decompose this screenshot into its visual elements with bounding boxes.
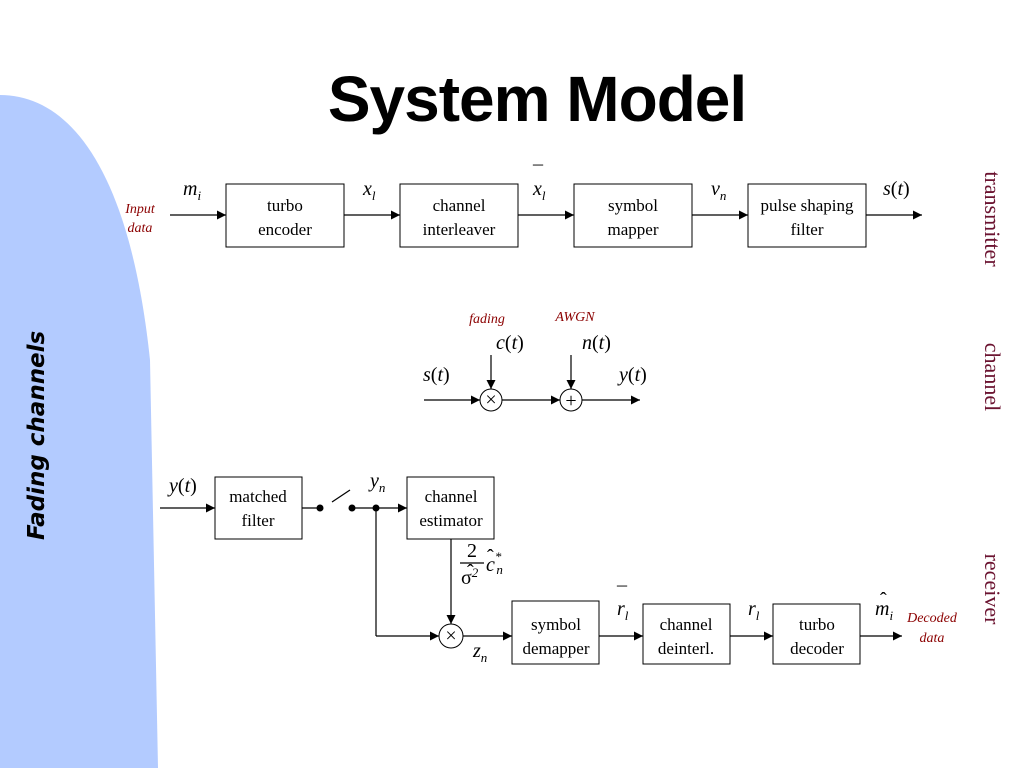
signal-xbar-l: xl	[532, 178, 546, 203]
section-label-receiver: receiver	[980, 554, 1005, 625]
scale-c-conj: c*n	[486, 549, 503, 577]
matched-filter-block	[214, 476, 303, 540]
decoded-data-label-2: data	[920, 631, 945, 646]
signal-xbar-accent: ¯	[532, 163, 544, 185]
decoder-line2: decoder	[790, 639, 844, 658]
turbo-encoder-line2: encoder	[258, 220, 312, 239]
signal-s-t-ch: s(t)	[423, 364, 450, 386]
signal-c-t: c(t)	[496, 332, 524, 354]
signal-v-n: vn	[711, 178, 726, 203]
decoded-data-label: Decoded	[906, 611, 958, 626]
channel-deinterleaver-block	[642, 603, 731, 665]
receiver-multiplier-symbol: ×	[445, 625, 456, 647]
signal-y-n: yn	[368, 470, 385, 495]
signal-mhat-accent: ˆ	[880, 589, 887, 611]
sampler-switch-arm	[331, 489, 351, 503]
signal-m-i: mi	[183, 178, 201, 203]
estimator-line2: estimator	[419, 511, 483, 530]
signal-rbar-accent: ¯	[616, 584, 628, 606]
scale-numerator: 2	[467, 540, 477, 562]
scale-denominator: σ2	[461, 565, 479, 589]
noise-adder-symbol: +	[565, 390, 576, 412]
signal-r-l: rl	[748, 598, 760, 623]
signal-s-t-tx: s(t)	[883, 178, 910, 200]
channel-model: fading AWGN c(t) n(t) s(t) y(t) × +	[423, 310, 647, 412]
signal-y-t-ch: y(t)	[617, 364, 647, 386]
mapper-line2: mapper	[608, 220, 659, 239]
matched-filter-line1: matched	[229, 487, 287, 506]
matched-filter-line2: filter	[241, 511, 274, 530]
transmitter-chain: Input data turbo encoder channel interle…	[124, 163, 922, 248]
section-label-transmitter: transmitter	[980, 171, 1005, 267]
pulse-line1: pulse shaping	[760, 196, 854, 215]
page-title: System Model	[328, 63, 746, 135]
signal-n-t: n(t)	[582, 332, 611, 354]
signal-z-n: zn	[472, 640, 487, 665]
fading-multiplier-symbol: ×	[485, 389, 496, 411]
channel-estimator-block	[406, 476, 495, 540]
input-data-label: Input	[124, 202, 156, 217]
side-title: Fading channels	[24, 331, 50, 540]
turbo-encoder-block	[225, 183, 345, 248]
deinterleaver-line1: channel	[660, 615, 713, 634]
mapper-line1: symbol	[608, 196, 658, 215]
pulse-shaping-filter-block	[747, 183, 867, 248]
scale-sigma-hat: ˆ	[467, 561, 474, 583]
turbo-decoder-block	[772, 603, 861, 665]
estimator-line1: channel	[425, 487, 478, 506]
signal-rbar-l: rl	[617, 598, 629, 623]
awgn-label: AWGN	[554, 310, 595, 325]
demapper-line2: demapper	[522, 639, 589, 658]
demapper-line1: symbol	[531, 615, 581, 634]
turbo-encoder-line1: turbo	[267, 196, 303, 215]
signal-mhat-i: mi	[875, 598, 893, 623]
decoder-line1: turbo	[799, 615, 835, 634]
input-data-label-2: data	[128, 221, 153, 236]
receiver-chain: y(t) matched filter yn channel estimator…	[160, 470, 958, 665]
pulse-line2: filter	[790, 220, 823, 239]
interleaver-line1: channel	[433, 196, 486, 215]
side-band	[0, 95, 158, 768]
symbol-mapper-block	[573, 183, 693, 248]
fading-label: fading	[469, 312, 505, 327]
section-label-channel: channel	[980, 343, 1005, 411]
signal-x-l: xl	[362, 178, 376, 203]
deinterleaver-line2: deinterl.	[658, 639, 714, 658]
signal-y-t-rx: y(t)	[167, 475, 197, 497]
sampler-contact-left	[316, 504, 324, 512]
channel-interleaver-block	[399, 183, 519, 248]
symbol-demapper-block	[511, 600, 600, 665]
interleaver-line2: interleaver	[423, 220, 496, 239]
scale-c-hat: ˆ	[487, 546, 494, 568]
